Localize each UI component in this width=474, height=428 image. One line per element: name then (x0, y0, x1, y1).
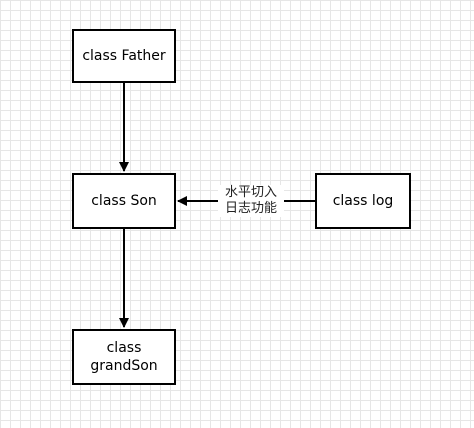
node-class-log-label: class log (332, 193, 394, 209)
node-class-log[interactable]: class log (315, 173, 411, 229)
node-class-son-label: class Son (91, 193, 157, 209)
node-class-father-label: class Father (82, 48, 166, 64)
edge-log-to-son-label: 水平切入 日志功能 (218, 185, 284, 217)
node-class-grandson[interactable]: class grandSon (72, 329, 176, 385)
node-class-son[interactable]: class Son (72, 173, 176, 229)
node-class-grandson-label: class grandSon (90, 340, 158, 374)
node-class-father[interactable]: class Father (72, 29, 176, 83)
